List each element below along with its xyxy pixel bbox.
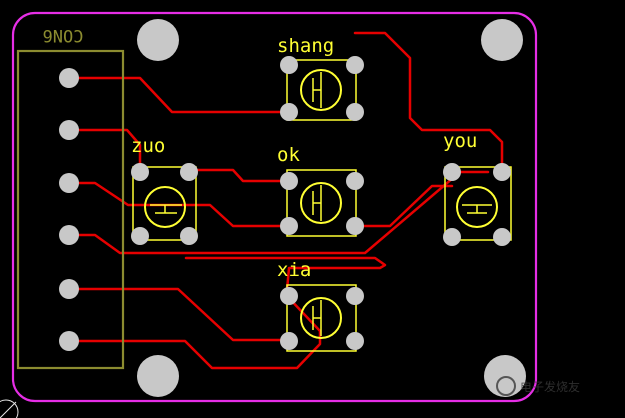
switch-label-xia: xia bbox=[277, 259, 311, 281]
mounting-hole-bottom-left bbox=[137, 355, 179, 397]
switch-label-zuo: zuo bbox=[131, 135, 165, 157]
switch-dome-icon bbox=[300, 69, 342, 111]
connector-pin bbox=[59, 225, 79, 245]
switch-pad bbox=[131, 227, 149, 245]
switch-pad bbox=[443, 163, 461, 181]
switch-pad bbox=[346, 103, 364, 121]
switch-zuo: zuo bbox=[131, 135, 198, 245]
connector-pin bbox=[59, 120, 79, 140]
switch-ok: ok bbox=[277, 144, 364, 237]
switch-pad bbox=[346, 287, 364, 305]
watermark: 电子发烧友 bbox=[496, 376, 580, 396]
watermark-text: 电子发烧友 bbox=[520, 379, 580, 394]
board-corner-mark bbox=[0, 399, 19, 418]
switch-pad bbox=[280, 103, 298, 121]
mounting-hole-top-left bbox=[137, 19, 179, 61]
switch-pad bbox=[443, 228, 461, 246]
switch-pad bbox=[280, 332, 298, 350]
switch-outline bbox=[286, 59, 357, 121]
connector-con6: CON6 bbox=[16, 25, 125, 370]
switch-pad bbox=[346, 332, 364, 350]
trace-zuo-ok bbox=[187, 168, 289, 183]
switch-outline bbox=[444, 166, 512, 241]
watermark-logo-icon bbox=[496, 376, 516, 396]
switch-dome-icon bbox=[300, 182, 342, 224]
switch-pad bbox=[280, 217, 298, 235]
connector-pin bbox=[59, 68, 79, 88]
trace-common bbox=[184, 256, 387, 292]
switch-you: you bbox=[443, 130, 512, 246]
connector-outline bbox=[16, 49, 125, 370]
switch-pad bbox=[493, 228, 511, 246]
switch-pad bbox=[180, 227, 198, 245]
switch-label-you: you bbox=[443, 130, 477, 152]
connector-label: CON6 bbox=[43, 25, 84, 45]
connector-pin bbox=[59, 279, 79, 299]
switch-pad bbox=[280, 56, 298, 74]
switch-dome-icon bbox=[300, 297, 342, 339]
trace-pin1-shang bbox=[67, 76, 289, 114]
board-outline bbox=[11, 11, 538, 403]
copper-traces bbox=[67, 31, 504, 370]
switch-pad bbox=[180, 163, 198, 181]
trace-pin6-xia bbox=[67, 294, 322, 370]
switch-pad bbox=[280, 287, 298, 305]
trace-shang-you bbox=[353, 31, 504, 175]
switch-shang: shang bbox=[277, 35, 364, 121]
switch-outline bbox=[286, 284, 357, 352]
switch-pad bbox=[346, 217, 364, 235]
mounting-hole-top-right bbox=[481, 19, 523, 61]
switch-outline bbox=[286, 169, 357, 237]
switch-xia: xia bbox=[277, 259, 364, 352]
switch-dome-icon bbox=[144, 186, 186, 228]
switch-pad bbox=[280, 172, 298, 190]
board-corner-mark-line bbox=[0, 401, 17, 418]
trace-pin5-xia bbox=[67, 287, 289, 342]
switch-label-ok: ok bbox=[277, 144, 300, 166]
switch-dome-icon bbox=[456, 186, 498, 228]
trace-pin4-you bbox=[67, 170, 490, 255]
trace-pin2-zuo bbox=[67, 128, 142, 172]
connector-pin bbox=[59, 173, 79, 193]
switch-pad bbox=[346, 56, 364, 74]
switch-label-shang: shang bbox=[277, 35, 334, 57]
switch-pad bbox=[131, 163, 149, 181]
connector-pin bbox=[59, 331, 79, 351]
switch-outline bbox=[132, 166, 197, 241]
switch-pad bbox=[346, 172, 364, 190]
switch-pad bbox=[493, 163, 511, 181]
